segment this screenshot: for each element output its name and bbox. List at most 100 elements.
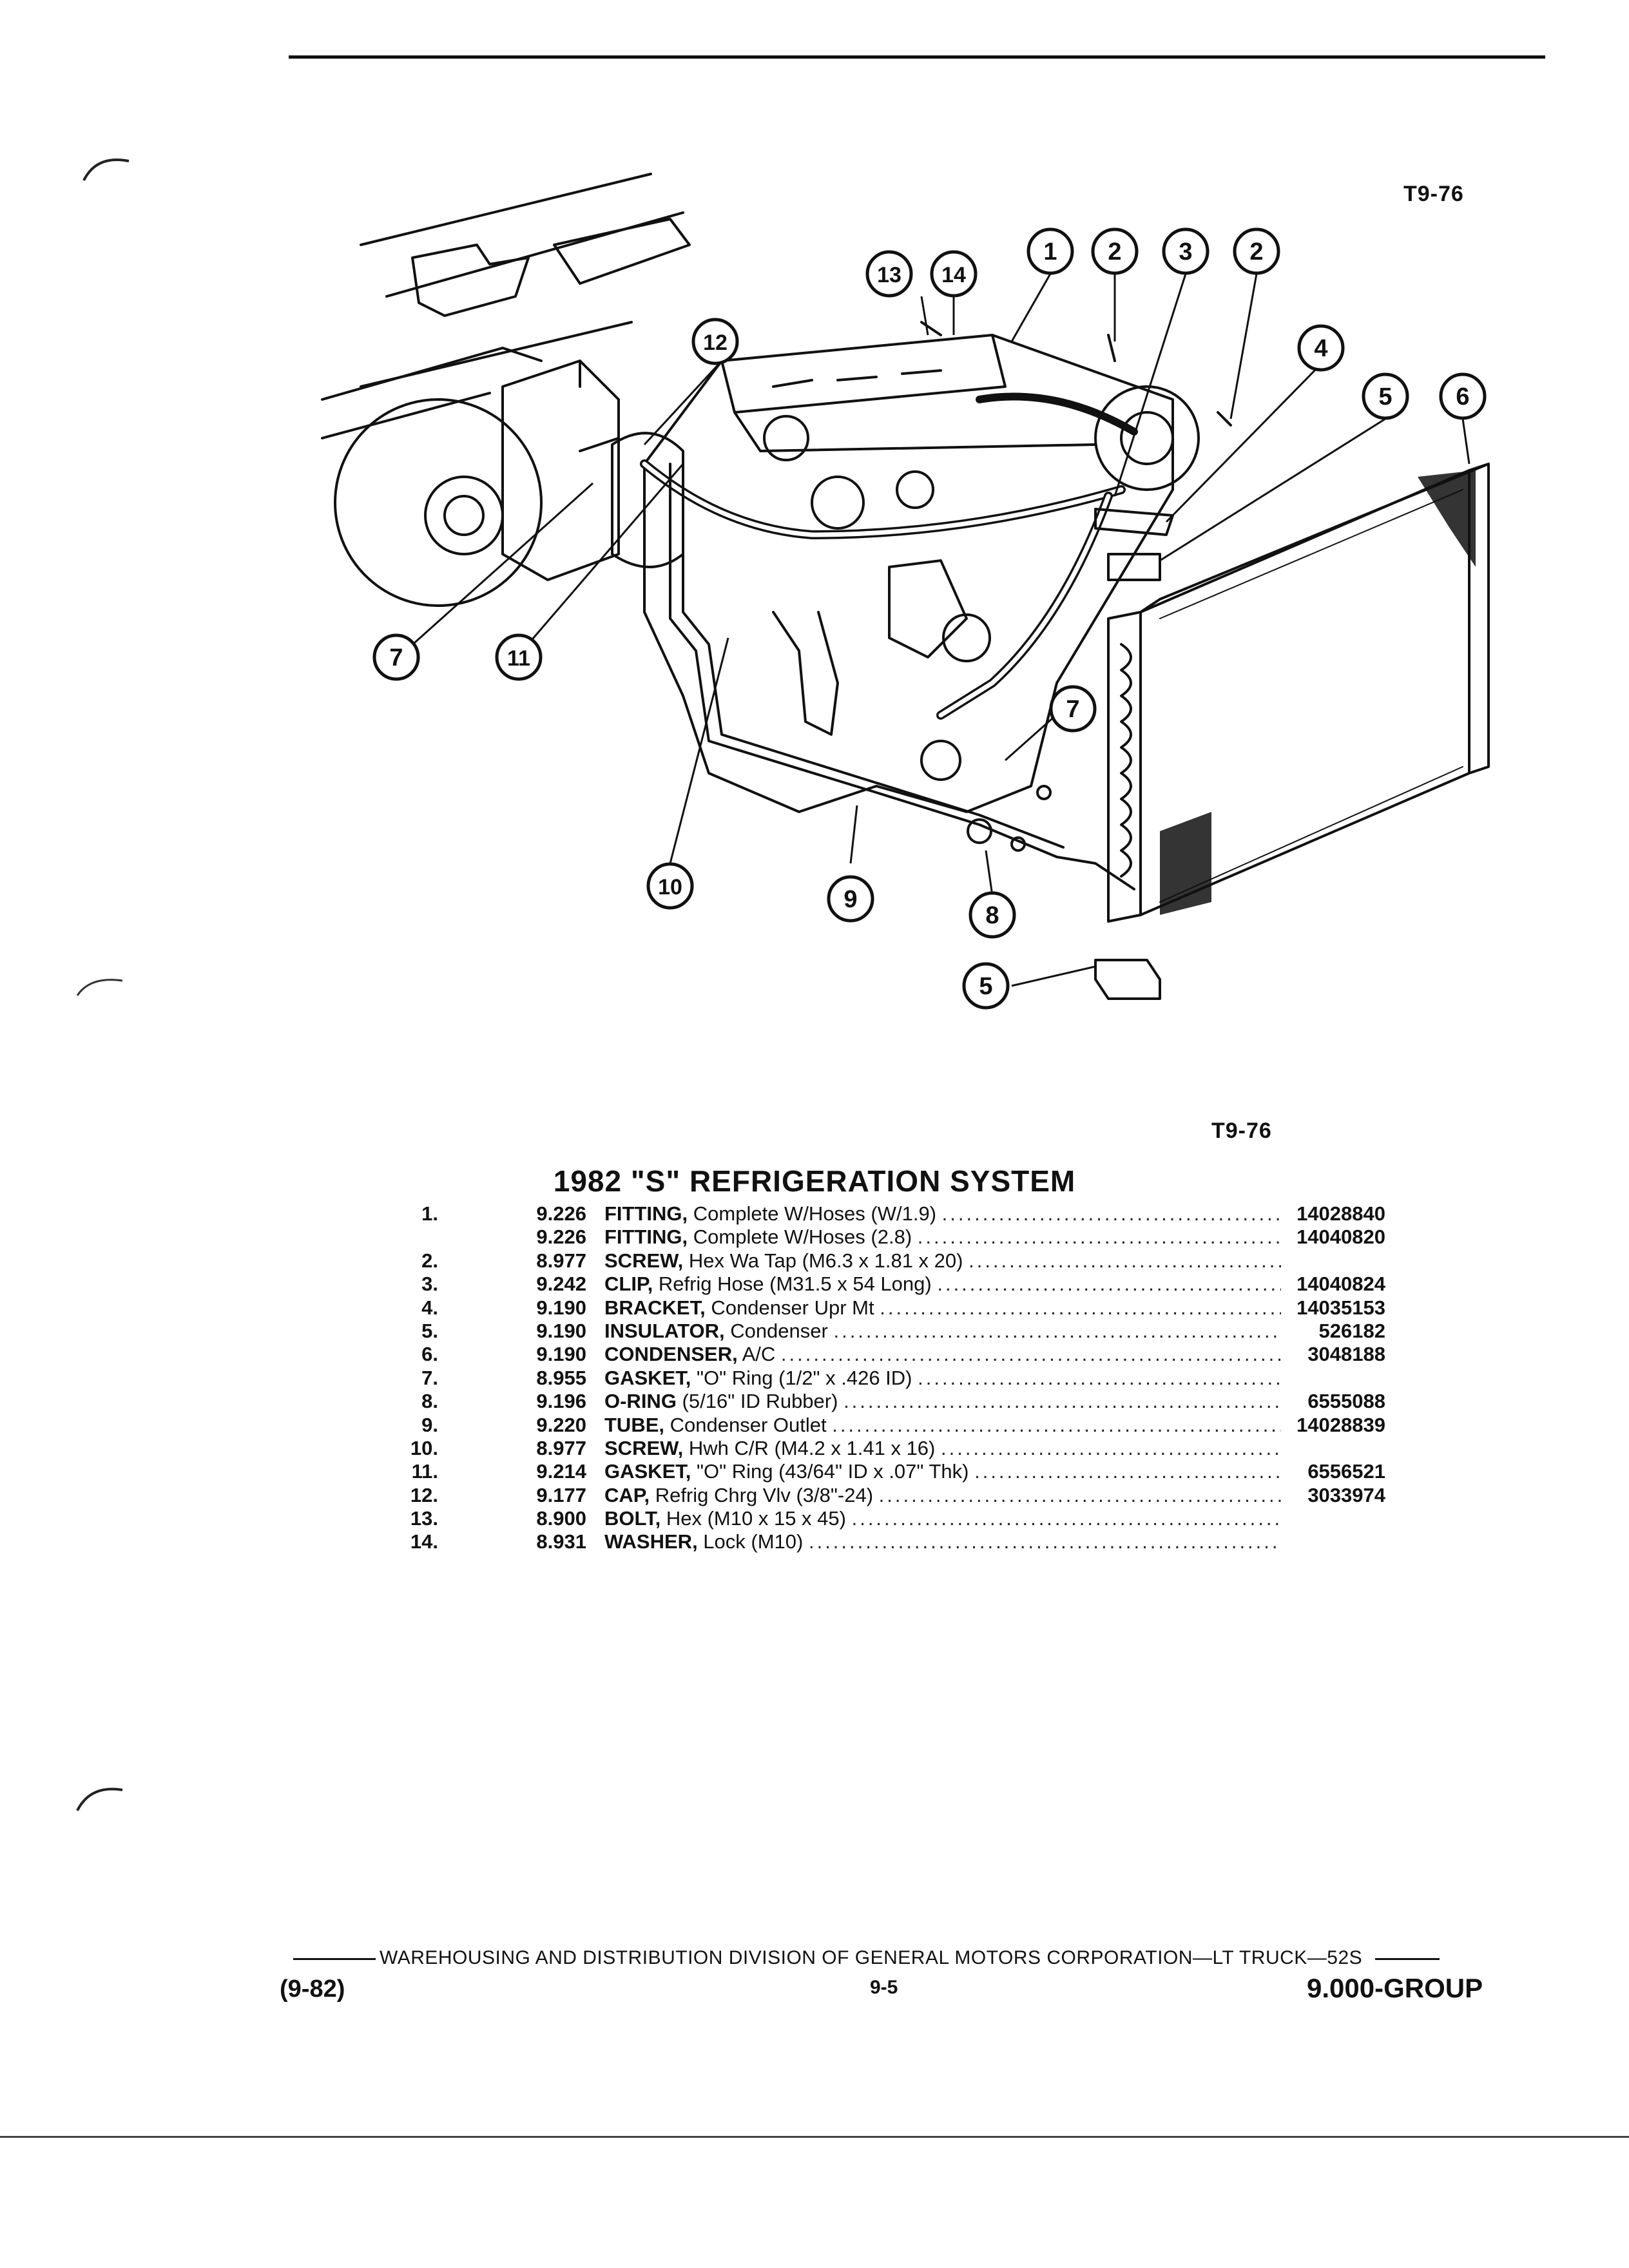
callout-5: 5: [962, 962, 1010, 1010]
callout-number: 1: [1043, 238, 1057, 265]
callout-number: 7: [1066, 696, 1079, 723]
item-number: 2.: [421, 1249, 438, 1272]
item-number: 12.: [410, 1483, 438, 1506]
part-description: SCREW, Hwh C/R (M4.2 x 1.41 x 16) ......…: [604, 1436, 1281, 1459]
group-number: 8.955: [536, 1366, 586, 1389]
group-number: 9.226: [536, 1202, 586, 1225]
footer-dash-left: [293, 1957, 376, 1960]
parts-row: 4. 9.190 BRACKET, Condenser Upr Mt .......…: [361, 1296, 1405, 1320]
parts-row: 9. 9.220 TUBE, Condenser Outlet ..........…: [361, 1414, 1405, 1437]
page-title: 1982 "S" REFRIGERATION SYSTEM: [553, 1164, 1076, 1198]
item-number: 5.: [421, 1319, 438, 1342]
callout-number: 12: [703, 331, 728, 355]
part-number: 3033974: [1307, 1483, 1385, 1506]
group-number: 9.220: [536, 1413, 586, 1436]
callout-14: 14: [930, 250, 978, 298]
margin-mark-2: [76, 979, 123, 996]
footer-division-text: WAREHOUSING AND DISTRIBUTION DIVISION OF…: [380, 1947, 1363, 1968]
part-description: BRACKET, Condenser Upr Mt ..............…: [604, 1296, 1281, 1319]
group-number: 8.900: [536, 1507, 586, 1530]
callout-number: 10: [658, 875, 682, 899]
condenser-outlet-tube: [669, 463, 1135, 890]
figure-tag-top: T9-76: [1403, 182, 1464, 206]
group-number: 9.196: [536, 1390, 586, 1413]
callout-12: 12: [691, 318, 739, 365]
callout-number: 6: [1456, 383, 1469, 410]
callout-number: 2: [1108, 238, 1121, 265]
blower-housing: [334, 398, 543, 607]
part-description: SCREW, Hex Wa Tap (M6.3 x 1.81 x 20) ...…: [604, 1249, 1281, 1272]
item-number: 11.: [411, 1460, 438, 1483]
callout-number: 13: [877, 263, 901, 287]
part-description: O-RING (5/16" ID Rubber) ...............…: [604, 1390, 1281, 1413]
evaporator-case: [501, 360, 620, 581]
hose-suction: [640, 459, 1126, 539]
callout-7: 7: [372, 633, 420, 681]
footer-group: 9.000-GROUP: [1307, 1973, 1483, 2003]
part-number: 3048188: [1307, 1343, 1385, 1366]
group-number: 9.177: [536, 1483, 586, 1506]
callout-2: 2: [1091, 227, 1139, 275]
callout-number: 2: [1249, 238, 1263, 265]
parts-row: 9.226 FITTING, Complete W/Hoses (2.8) ...…: [361, 1225, 1405, 1249]
part-number: 14028840: [1296, 1202, 1385, 1225]
item-number: 9.: [421, 1413, 438, 1436]
item-number: 13.: [410, 1507, 438, 1530]
callout-number: 7: [389, 644, 403, 671]
condenser-tank: [1107, 611, 1142, 923]
cowl-vent-left: [411, 244, 530, 317]
part-description: FITTING, Complete W/Hoses (2.8) ........…: [604, 1225, 1281, 1249]
item-number: 4.: [421, 1296, 438, 1319]
callout-2: 2: [1233, 227, 1280, 275]
callout-number: 5: [1378, 383, 1392, 410]
hose-discharge: [936, 492, 1113, 720]
part-number: 14028839: [1296, 1413, 1385, 1436]
accumulator: [611, 432, 684, 568]
callout-number: 3: [1179, 238, 1192, 265]
part-number: 6556521: [1307, 1460, 1385, 1483]
bottom-rule: [0, 2136, 1629, 2138]
callout-10: 10: [646, 862, 694, 910]
callout-number: 14: [941, 263, 966, 287]
part-number: 6555088: [1307, 1390, 1385, 1413]
item-number: 14.: [410, 1530, 438, 1553]
part-description: BOLT, Hex (M10 x 15 x 45) ..............…: [604, 1507, 1281, 1530]
item-number: 3.: [421, 1273, 438, 1296]
part-description: TUBE, Condenser Outlet .................…: [604, 1413, 1281, 1436]
callout-number: 9: [843, 886, 857, 913]
part-description: INSULATOR, Condenser ...................…: [604, 1319, 1281, 1342]
margin-mark-1: [82, 159, 130, 181]
part-description: FITTING, Complete W/Hoses (W/1.9) ......…: [604, 1202, 1281, 1225]
insulator-upper: [1107, 553, 1161, 581]
group-number: 9.214: [536, 1460, 586, 1483]
hose-upper: [976, 392, 1138, 436]
compressor: [1094, 385, 1200, 491]
callout-number: 11: [507, 646, 530, 671]
parts-row: 1. 9.226 FITTING, Complete W/Hoses (W/1.9)…: [361, 1202, 1405, 1225]
callout-13: 13: [865, 250, 913, 298]
group-number: 9.226: [536, 1225, 586, 1249]
group-number: 9.190: [536, 1296, 586, 1319]
part-number: 14035153: [1296, 1296, 1385, 1319]
condenser-fin-shading: [1160, 470, 1476, 915]
parts-row: 13. 8.900 BOLT, Hex (M10 x 15 x 45) ......…: [361, 1507, 1405, 1530]
footer-dash-right: [1375, 1957, 1440, 1960]
callout-4: 4: [1297, 324, 1345, 372]
callout-6: 6: [1439, 372, 1487, 420]
engine-block: [643, 334, 1174, 813]
group-number: 9.190: [536, 1343, 586, 1366]
callout-8: 8: [969, 891, 1016, 939]
margin-mark-3: [76, 1787, 123, 1811]
item-number: 7.: [421, 1366, 438, 1389]
callout-number: 8: [985, 902, 999, 929]
insulator-lower: [1094, 959, 1161, 1000]
item-number: 1.: [421, 1202, 438, 1225]
